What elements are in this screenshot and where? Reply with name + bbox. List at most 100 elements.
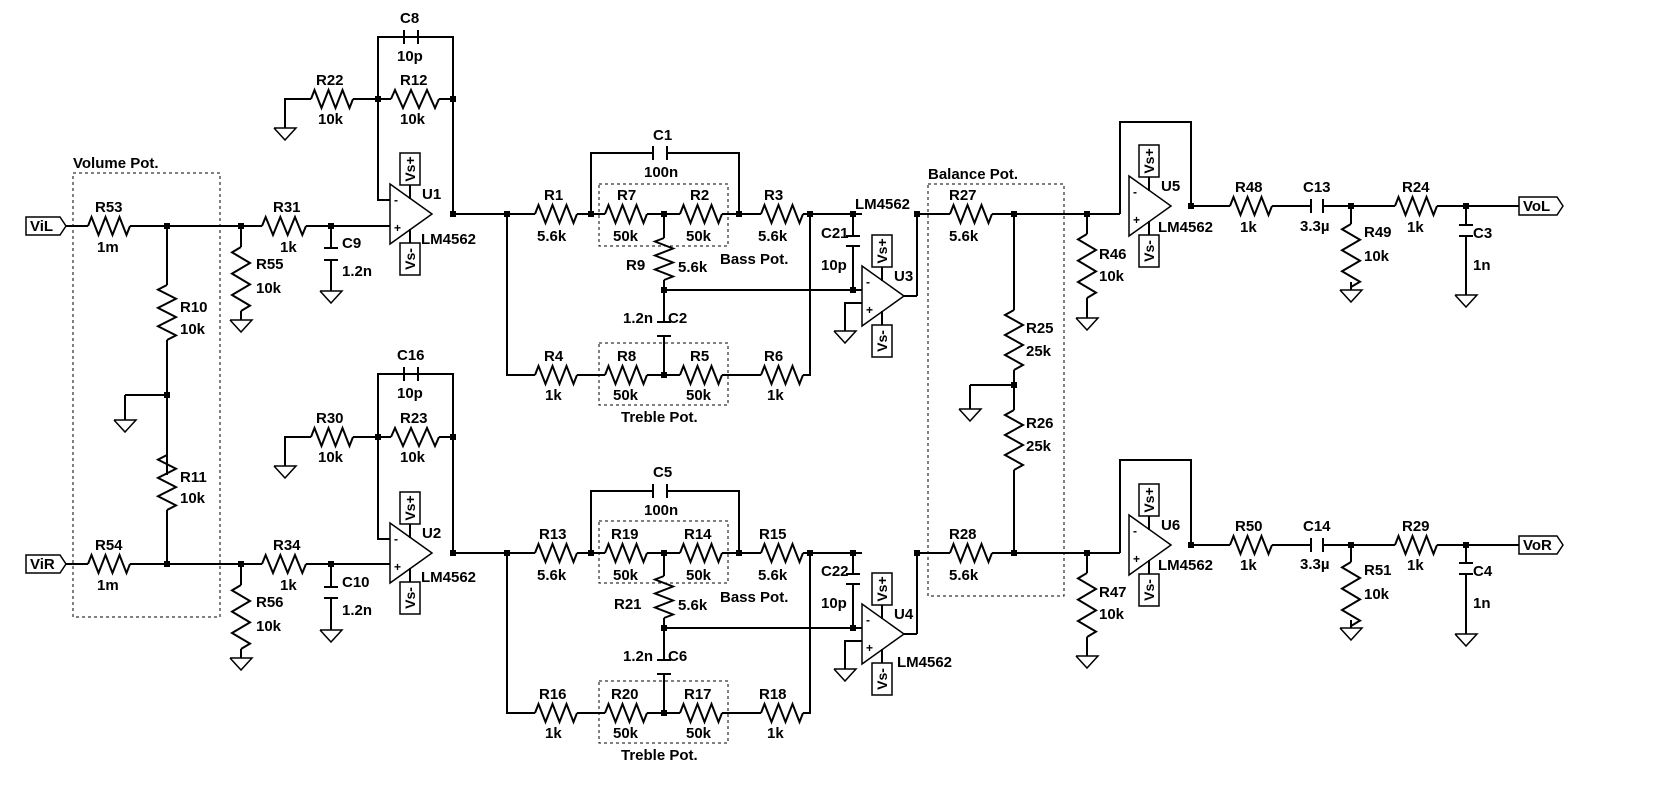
port-in-left: ViL [25, 216, 67, 236]
c6-value: 1.2n [623, 648, 653, 665]
resistor-zigzag [261, 214, 307, 238]
c2-value: 1.2n [623, 310, 653, 327]
c4-name: C4 [1473, 563, 1493, 580]
resistor-value: 1m [97, 577, 119, 594]
resistor-name: R30 [316, 410, 344, 427]
resistor-zigzag [679, 202, 723, 226]
resistor-value: 1k [767, 387, 784, 404]
resistor-name: R31 [273, 199, 301, 216]
supply-vpos: Vs+ [399, 491, 421, 525]
supply-vneg: Vs- [1138, 573, 1160, 607]
resistor-name: R4 [544, 348, 564, 365]
resistor-r30: R30 10k [310, 410, 354, 466]
opamp-label: U5 [1161, 178, 1180, 195]
resistor-value: 5.6k [949, 567, 979, 584]
resistor-value: 50k [686, 725, 712, 742]
treble-pot-label-lower: Treble Pot. [621, 747, 698, 764]
resistor-value: 5.6k [537, 567, 567, 584]
resistor-value: 50k [686, 387, 712, 404]
resistor-value: 10k [318, 449, 344, 466]
resistor-zigzag [760, 541, 804, 565]
resistor-name: R21 [614, 596, 642, 613]
resistor-value: 50k [686, 228, 712, 245]
resistor-value: 10k [180, 490, 206, 507]
resistor-zigzag [87, 214, 131, 238]
resistor-r23: R23 10k [390, 410, 440, 466]
resistor-value: 10k [400, 449, 426, 466]
c5-name: C5 [653, 464, 672, 481]
u1-model: LM4562 [421, 231, 476, 248]
port-label: ViR [30, 556, 55, 573]
resistor-zigzag [261, 552, 307, 576]
c9-name: C9 [342, 235, 361, 252]
port-out-left: VoL [1518, 196, 1564, 216]
resistor-zigzag [679, 701, 723, 725]
resistor-zigzag [1340, 223, 1362, 288]
supply-vneg: Vs- [1138, 234, 1160, 268]
c6-name: C6 [668, 648, 687, 665]
c10-name: C10 [342, 574, 370, 591]
opamp-plus: + [866, 303, 873, 317]
port-shape [25, 554, 67, 574]
resistor-name: R47 [1099, 584, 1127, 601]
resistor-zigzag [604, 701, 648, 725]
resistor-value: 10k [400, 111, 426, 128]
c8-value: 10p [397, 48, 423, 65]
supply-vneg: Vs- [399, 242, 421, 276]
c1-name: C1 [653, 127, 672, 144]
supply-vpos: Vs+ [871, 234, 893, 268]
c9-value: 1.2n [342, 263, 372, 280]
c21-name: C21 [821, 225, 849, 242]
resistor-name: R56 [256, 594, 284, 611]
resistor-name: R1 [544, 187, 563, 204]
opamp-minus: - [394, 532, 398, 546]
wires [66, 36, 1519, 714]
treble-pot-label-upper: Treble Pot. [621, 409, 698, 426]
port-shape [1518, 196, 1564, 216]
resistor-value: 5.6k [758, 567, 788, 584]
resistor-name: R25 [1026, 320, 1054, 337]
resistor-name: R10 [180, 299, 208, 316]
balance-pot-label: Balance Pot. [928, 166, 1018, 183]
supply-vpos: Vs+ [871, 572, 893, 606]
port-in-right: ViR [25, 554, 67, 574]
c22-value: 10p [821, 595, 847, 612]
resistor-name: R26 [1026, 415, 1054, 432]
volume-pot-box [72, 172, 221, 618]
resistor-zigzag [1394, 194, 1438, 218]
resistor-zigzag [760, 363, 804, 387]
resistor-r29: R29 1k [1394, 518, 1438, 574]
resistor-value: 1k [1407, 557, 1424, 574]
resistor-value: 1k [280, 577, 297, 594]
resistor-value: 50k [613, 228, 639, 245]
resistor-name: R29 [1402, 518, 1430, 535]
resistor-zigzag [760, 202, 804, 226]
opamp-minus: - [1133, 524, 1137, 538]
opamp-label: U6 [1161, 517, 1180, 534]
supply-label: Vs+ [1141, 487, 1157, 512]
resistor-zigzag [155, 284, 179, 341]
resistor-zigzag [604, 541, 648, 565]
resistor-name: R23 [400, 410, 428, 427]
resistor-zigzag [679, 363, 723, 387]
supply-label: Vs+ [402, 495, 418, 520]
resistor-name: R28 [949, 526, 977, 543]
u4-model: LM4562 [897, 654, 952, 671]
